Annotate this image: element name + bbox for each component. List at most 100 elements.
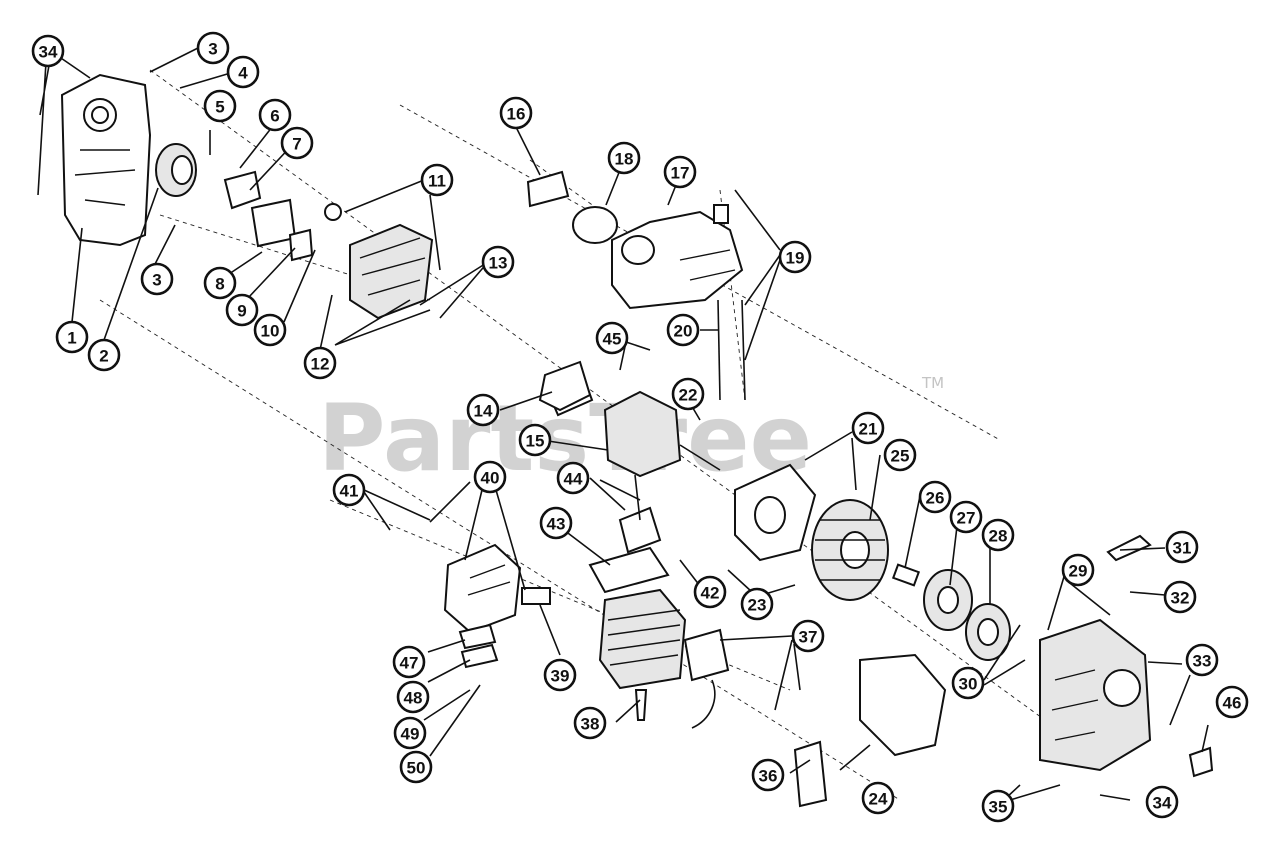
callout-number: 5 [215, 98, 224, 117]
callout-39: 39 [543, 658, 577, 692]
callout-number: 34 [39, 43, 58, 62]
callout-number: 33 [1193, 652, 1212, 671]
callout-number: 12 [311, 355, 330, 374]
cylinder [598, 588, 687, 721]
callout-14: 14 [466, 393, 500, 427]
callout-24: 24 [861, 781, 895, 815]
callout-31: 31 [1165, 530, 1199, 564]
callout-7: 7 [280, 126, 314, 160]
callout-33: 33 [1185, 643, 1219, 677]
callout-number: 7 [292, 135, 301, 154]
callout-circle [740, 587, 774, 621]
flywheel-backplate [734, 463, 817, 562]
callout-number: 11 [428, 172, 446, 191]
callout-45: 45 [595, 321, 629, 355]
callout-49: 49 [393, 716, 427, 750]
callout-circle [31, 34, 65, 68]
callout-38: 38 [573, 706, 607, 740]
callout-number: 3 [208, 40, 217, 59]
callout-number: 15 [526, 432, 545, 451]
callout-30: 30 [951, 666, 985, 700]
callout-number: 30 [959, 675, 978, 694]
callout-19: 19 [778, 240, 812, 274]
callout-44: 44 [556, 461, 590, 495]
callout-3: 3 [140, 262, 174, 296]
callout-number: 26 [926, 489, 945, 508]
callout-28: 28 [981, 518, 1015, 552]
callout-number: 10 [261, 322, 280, 341]
callout-circle [693, 575, 727, 609]
callout-circle [539, 506, 573, 540]
callout-number: 22 [679, 386, 698, 405]
callout-circle [791, 619, 825, 653]
callout-circle [280, 126, 314, 160]
callout-circle [1185, 643, 1219, 677]
leader-lines [37, 47, 1209, 801]
callout-number: 27 [957, 509, 976, 528]
callout-number: 24 [869, 790, 888, 809]
callout-circle [473, 460, 507, 494]
callout-circle [751, 758, 785, 792]
callout-number: 40 [481, 469, 500, 488]
callout-number: 21 [859, 420, 878, 439]
callout-circle [466, 393, 500, 427]
callout-10: 10 [253, 313, 287, 347]
callout-circle [499, 96, 533, 130]
callout-circle [226, 55, 260, 89]
callout-circle [883, 438, 917, 472]
callout-circle [543, 658, 577, 692]
callout-number: 9 [237, 302, 246, 321]
ignition-module [683, 628, 730, 729]
callout-8: 8 [203, 266, 237, 300]
callout-number: 18 [615, 150, 634, 169]
callout-20: 20 [666, 313, 700, 347]
callout-circle [393, 716, 427, 750]
callout-circle [303, 346, 337, 380]
callout-number: 43 [547, 515, 566, 534]
muffler [443, 543, 551, 669]
callout-number: 48 [404, 689, 423, 708]
callout-circle [1061, 553, 1095, 587]
callout-circle [396, 680, 430, 714]
callout-number: 31 [1173, 539, 1192, 558]
callout-46: 46 [1215, 685, 1249, 719]
callout-4: 4 [226, 55, 260, 89]
carburetor [223, 170, 314, 262]
callout-circle [861, 781, 895, 815]
callout-34: 34 [31, 34, 65, 68]
callout-number: 41 [340, 482, 359, 501]
fuel-tank [572, 206, 744, 310]
callout-circle [663, 155, 697, 189]
callout-16: 16 [499, 96, 533, 130]
callout-number: 20 [674, 322, 693, 341]
callout-43: 43 [539, 506, 573, 540]
callout-circle [420, 163, 454, 197]
callout-26: 26 [918, 480, 952, 514]
callout-23: 23 [740, 587, 774, 621]
callout-number: 6 [270, 107, 279, 126]
clutch-parts [891, 563, 1011, 661]
callout-circle [196, 31, 230, 65]
callout-circle [87, 338, 121, 372]
callout-circle [1145, 785, 1179, 819]
callout-circle [225, 293, 259, 327]
callout-number: 1 [67, 329, 76, 348]
flywheel [811, 499, 889, 601]
callout-number: 29 [1069, 562, 1088, 581]
callout-50: 50 [399, 750, 433, 784]
callout-9: 9 [225, 293, 259, 327]
callout-34: 34 [1145, 785, 1179, 819]
callout-number: 42 [701, 584, 720, 603]
callout-41: 41 [332, 473, 366, 507]
callout-5: 5 [203, 89, 237, 123]
callout-11: 11 [420, 163, 454, 197]
callout-47: 47 [392, 645, 426, 679]
callout-circle [666, 313, 700, 347]
callout-circle [253, 313, 287, 347]
callout-circle [951, 666, 985, 700]
callout-circle [607, 141, 641, 175]
fuel-line-assembly [526, 170, 746, 401]
engine-housing [324, 203, 434, 320]
